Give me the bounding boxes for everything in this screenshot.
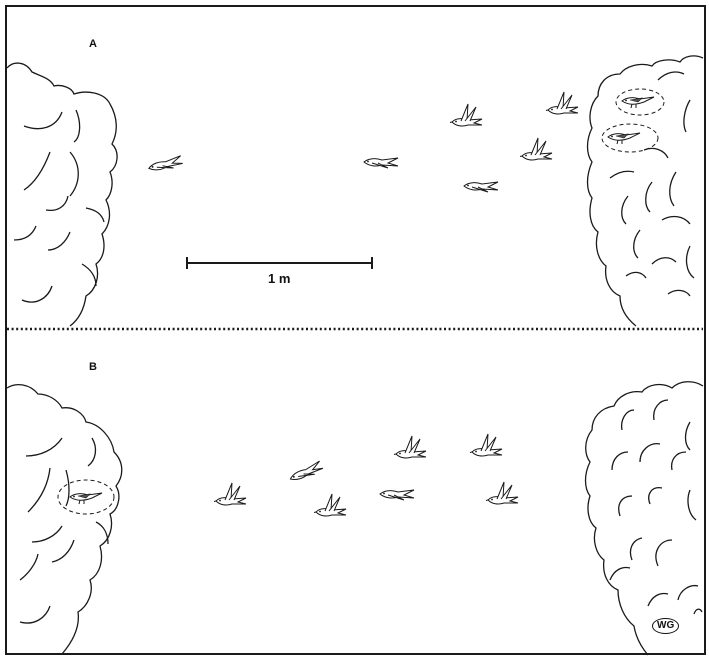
bird-icon [379, 489, 415, 501]
bird-icon [147, 155, 184, 175]
bird-icon [363, 157, 399, 169]
scale-bar [186, 257, 373, 269]
panel-a [6, 55, 704, 327]
panel-label-a: A [89, 38, 97, 50]
bird-icon [519, 137, 553, 161]
perched-bird-icon [69, 492, 103, 505]
bird-icon [313, 493, 347, 517]
bush-left-a [6, 62, 118, 327]
panel-b [6, 381, 704, 656]
perch-circle-a1 [615, 88, 665, 116]
bird-icon [288, 460, 325, 485]
artist-signature: WG [652, 618, 680, 634]
bird-icon [545, 91, 579, 115]
perched-bird-icon [607, 132, 641, 145]
bush-left-b [6, 383, 123, 655]
bird-icon [463, 181, 499, 193]
figure-frame [5, 5, 706, 655]
bird-icon [485, 481, 519, 505]
bush-right-b [584, 381, 704, 656]
perched-bird-icon [621, 96, 655, 109]
bush-right-a [586, 55, 704, 327]
scale-bar-label: 1 m [268, 271, 291, 286]
panel-label-b: B [89, 361, 97, 373]
bird-icon [469, 433, 503, 457]
bird-icon [213, 482, 247, 506]
perch-circle-b [57, 479, 115, 515]
bird-icon [449, 103, 483, 127]
perch-circle-a2 [601, 123, 659, 153]
bird-icon [393, 435, 427, 459]
